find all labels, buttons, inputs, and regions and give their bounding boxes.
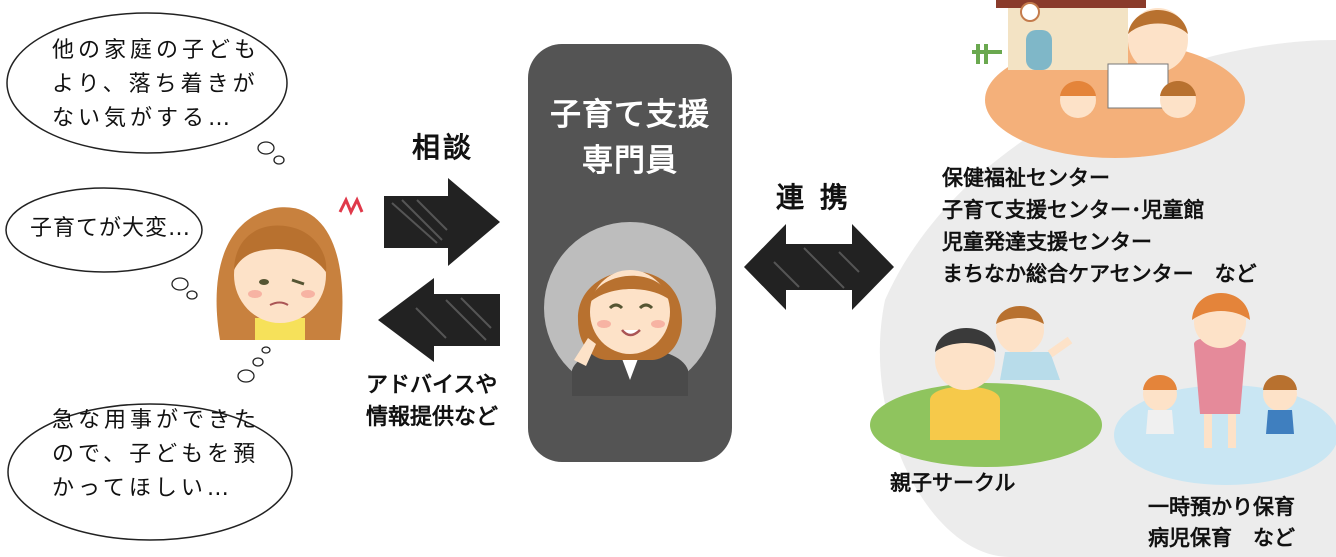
childcare-services-label: 一時預かり保育 病児保育 など (1148, 495, 1295, 550)
cooperation-arrow (744, 224, 894, 310)
advice-label: アドバイスや 情報提供など (366, 373, 499, 430)
consult-arrow (384, 178, 500, 266)
panel-title-line1: 子育て支援 (550, 97, 710, 133)
panel-title-line2: 専門員 (582, 143, 678, 179)
worried-mother-illustration (216, 196, 364, 340)
bubble-top-text: 他の家庭の子ども より、落ち着きが ない気がする… (52, 38, 261, 131)
consult-label: 相談 (412, 131, 475, 164)
bubble-bottom-text: 急な用事ができた ので、子どもを預 かってほしい… (52, 408, 261, 501)
nursery-building-illustration (972, 0, 1196, 118)
parent-child-illustration (930, 306, 1073, 440)
specialist-illustration (544, 222, 716, 396)
cooperation-label: 連 携 (776, 181, 851, 214)
bubble-middle-text: 子育てが大変… (30, 216, 192, 241)
advice-arrow (378, 278, 500, 362)
partner-centers-list: 保健福祉センター 子育て支援センター･児童館 児童発達支援センター まちなか総合… (942, 166, 1257, 286)
thought-bubble-top (6, 12, 288, 165)
thought-bubble-bottom (7, 346, 293, 541)
thought-bubble-middle (5, 187, 203, 300)
parent-circle-label: 親子サークル (890, 471, 1016, 495)
childcare-illustration (1143, 293, 1297, 448)
